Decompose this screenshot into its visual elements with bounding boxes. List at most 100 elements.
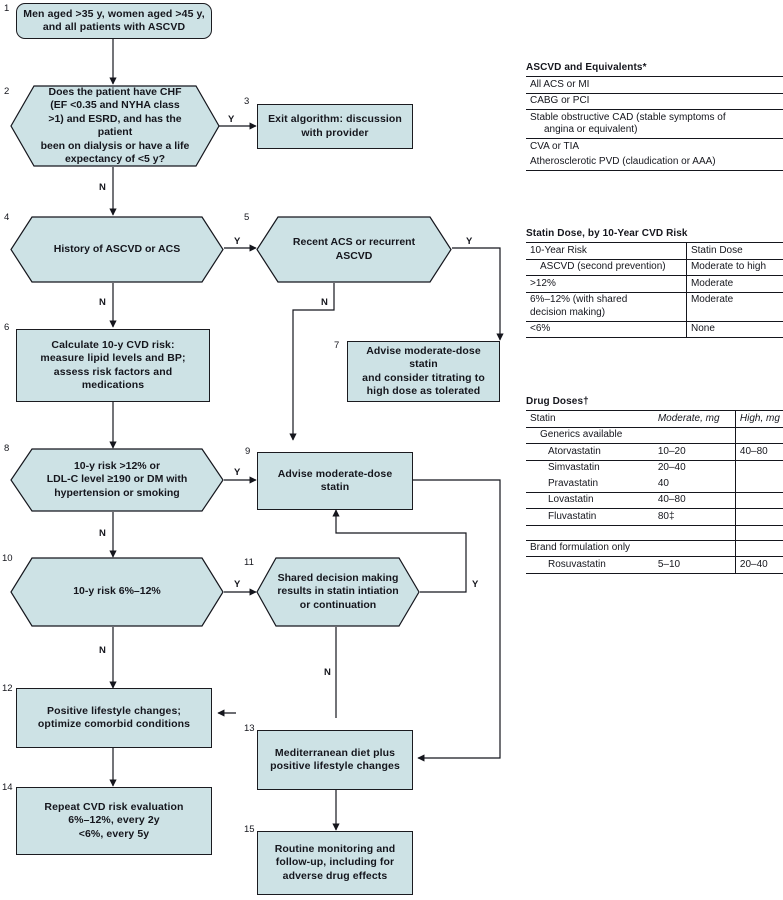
node-9-advise-moderate-statin[interactable]: Advise moderate-dose statin xyxy=(257,452,413,510)
ascvd-row-2-line-2: angina or equivalent) xyxy=(544,124,638,135)
table-row: Atherosclerotic PVD (claudication or AAA… xyxy=(526,155,783,171)
statin-dose-header-risk: 10-Year Risk xyxy=(530,244,587,256)
drug-row-2-high xyxy=(734,459,783,476)
table-row: Rosuvastatin 5–10 20–40 xyxy=(526,556,783,573)
node-13-mediterranean-diet[interactable]: Mediterranean diet plus positive lifesty… xyxy=(257,730,413,790)
node-14-repeat-risk-evaluation[interactable]: Repeat CVD risk evaluation 6%–12%, every… xyxy=(16,787,212,855)
node-12-lifestyle-changes[interactable]: Positive lifestyle changes; optimize com… xyxy=(16,688,212,748)
edge-9-to-13 xyxy=(413,479,501,762)
statin-dose-row-0-dose: Moderate to high xyxy=(685,258,783,276)
node-15-line-2: follow-up, including for xyxy=(275,856,395,869)
table-ascvd-title: ASCVD and Equivalents* xyxy=(526,62,647,73)
branch-label-2-yes: Y xyxy=(228,114,235,125)
node-8-line-3: hypertension or smoking xyxy=(54,486,180,499)
table-row: ASCVD (second prevention) Moderate to hi… xyxy=(526,258,783,276)
branch-label-8-yes: Y xyxy=(234,467,241,478)
drug-row-5-statin: Fluvastatin xyxy=(526,508,654,525)
table-row: <6% None xyxy=(526,320,783,338)
node-5-decision-recent-acs[interactable]: Recent ACS or recurrent ASCVD xyxy=(256,216,452,283)
node-11-line-1: Shared decision making xyxy=(277,571,399,584)
statin-dose-table: 10-Year Risk Statin Dose ASCVD (second p… xyxy=(526,242,783,338)
node-6-line-1: Calculate 10-y CVD risk: xyxy=(51,338,175,351)
node-8-decision-high-risk[interactable]: 10-y risk >12% or LDL-C level ≥190 or DM… xyxy=(10,448,224,512)
drug-header-statin: Statin xyxy=(530,412,556,424)
node-number-4: 4 xyxy=(4,212,10,223)
node-10-line-1: 10-y risk 6%–12% xyxy=(73,585,161,598)
node-12-line-1: Positive lifestyle changes; xyxy=(46,704,181,717)
drug-header-moderate: Moderate, mg xyxy=(657,412,720,424)
node-14-line-2: 6%–12%, every 2y xyxy=(68,814,160,827)
hexagon-shape xyxy=(10,85,220,167)
node-4-line-1: History of ASCVD or ACS xyxy=(53,242,181,255)
branch-label-5-no: N xyxy=(321,297,328,308)
branch-label-8-no: N xyxy=(99,528,106,539)
statin-dose-row-2-risk: 6%–12% (with shared decision making) xyxy=(526,291,687,321)
drug-row-7-moderate xyxy=(653,539,736,557)
table-header-row: 10-Year Risk Statin Dose xyxy=(526,242,783,259)
node-7-advise-statin-titrate[interactable]: Advise moderate-dose statin and consider… xyxy=(347,341,500,402)
drug-row-1-high: 40–80 xyxy=(734,443,783,460)
table-row: CABG or PCI xyxy=(526,92,783,110)
node-2-decision-chf[interactable]: Does the patient have CHF (EF <0.35 and … xyxy=(10,85,220,167)
table-row: Simvastatin 20–40 xyxy=(526,459,783,476)
statin-dose-row-1-risk: >12% xyxy=(526,275,687,292)
node-14-line-3: <6%, every 5y xyxy=(78,827,150,840)
ascvd-equivalents-table: All ACS or MI CABG or PCI Stable obstruc… xyxy=(526,76,783,171)
hexagon-shape xyxy=(256,216,452,283)
node-number-5: 5 xyxy=(244,212,250,223)
node-8-line-2: LDL-C level ≥190 or DM with xyxy=(46,473,188,486)
drug-row-7-statin: Brand formulation only xyxy=(526,539,654,557)
node-15-routine-monitoring[interactable]: Routine monitoring and follow-up, includ… xyxy=(257,831,413,895)
drug-row-6-high xyxy=(734,524,783,540)
drug-row-8-high: 20–40 xyxy=(734,556,783,573)
node-8-line-1: 10-y risk >12% or xyxy=(73,459,161,472)
drug-row-7-high xyxy=(734,539,783,557)
node-7-line-2: and consider titrating to xyxy=(362,371,485,384)
statin-dose-header-dose: Statin Dose xyxy=(685,242,783,259)
node-6-line-3: assess risk factors and xyxy=(53,365,173,378)
table-row: >12% Moderate xyxy=(526,275,783,292)
edge-5-yes-to-7 xyxy=(452,247,504,341)
node-7-line-1: Advise moderate-dose statin xyxy=(366,344,481,371)
node-number-15: 15 xyxy=(244,824,255,835)
node-number-8: 8 xyxy=(4,443,10,454)
node-2-line-1: Does the patient have CHF xyxy=(48,85,182,98)
table-row: 6%–12% (with shared decision making) Mod… xyxy=(526,291,783,321)
node-3-line-2: with provider xyxy=(301,126,369,139)
drug-row-0-statin: Generics available xyxy=(526,426,654,444)
node-11-decision-shared-decision[interactable]: Shared decision making results in statin… xyxy=(256,557,420,627)
node-3-exit-algorithm[interactable]: Exit algorithm: discussion with provider xyxy=(257,104,413,149)
drug-row-3-statin: Pravastatin xyxy=(548,477,599,489)
drug-row-4-moderate: 40–80 xyxy=(653,491,736,509)
drug-row-4-high xyxy=(734,491,783,509)
node-number-11: 11 xyxy=(244,557,254,568)
node-4-decision-history-ascvd[interactable]: History of ASCVD or ACS xyxy=(10,216,224,283)
table-row: CVA or TIA xyxy=(526,138,783,155)
node-2-line-4: been on dialysis or have a life xyxy=(40,139,190,152)
branch-label-10-yes: Y xyxy=(234,579,241,590)
node-number-2: 2 xyxy=(4,86,10,97)
ascvd-row-2-line-1: Stable obstructive CAD (stable symptoms … xyxy=(530,111,726,123)
node-number-12: 12 xyxy=(2,683,13,694)
node-11-line-2: results in statin intiation xyxy=(277,585,399,598)
node-2-line-2: (EF <0.35 and NYHA class xyxy=(50,99,180,111)
node-10-decision-intermediate-risk[interactable]: 10-y risk 6%–12% xyxy=(10,557,224,627)
statin-dose-row-2-line-2: decision making) xyxy=(530,306,606,318)
table-row: Brand formulation only xyxy=(526,539,783,557)
node-1-population[interactable]: Men aged >35 y, women aged >45 y, and al… xyxy=(16,3,212,39)
statin-dose-row-2-dose: Moderate xyxy=(685,291,783,321)
drug-row-1-moderate: 10–20 xyxy=(653,443,736,460)
node-number-10: 10 xyxy=(2,553,13,564)
node-11-line-3: or continuation xyxy=(299,598,377,611)
table-row: Stable obstructive CAD (stable symptoms … xyxy=(526,109,783,139)
node-6-calculate-risk[interactable]: Calculate 10-y CVD risk: measure lipid l… xyxy=(16,329,210,402)
drug-row-1-statin: Atorvastatin xyxy=(526,443,654,460)
node-9-line-1: Advise moderate-dose statin xyxy=(277,467,393,494)
drug-header-high: High, mg xyxy=(734,410,783,427)
drug-row-5-high xyxy=(734,508,783,525)
drug-row-2-statin: Simvastatin xyxy=(526,459,654,476)
node-13-line-2: positive lifestyle changes xyxy=(270,760,400,772)
node-6-line-2: measure lipid levels and BP; xyxy=(40,352,186,364)
branch-label-10-no: N xyxy=(99,645,106,656)
